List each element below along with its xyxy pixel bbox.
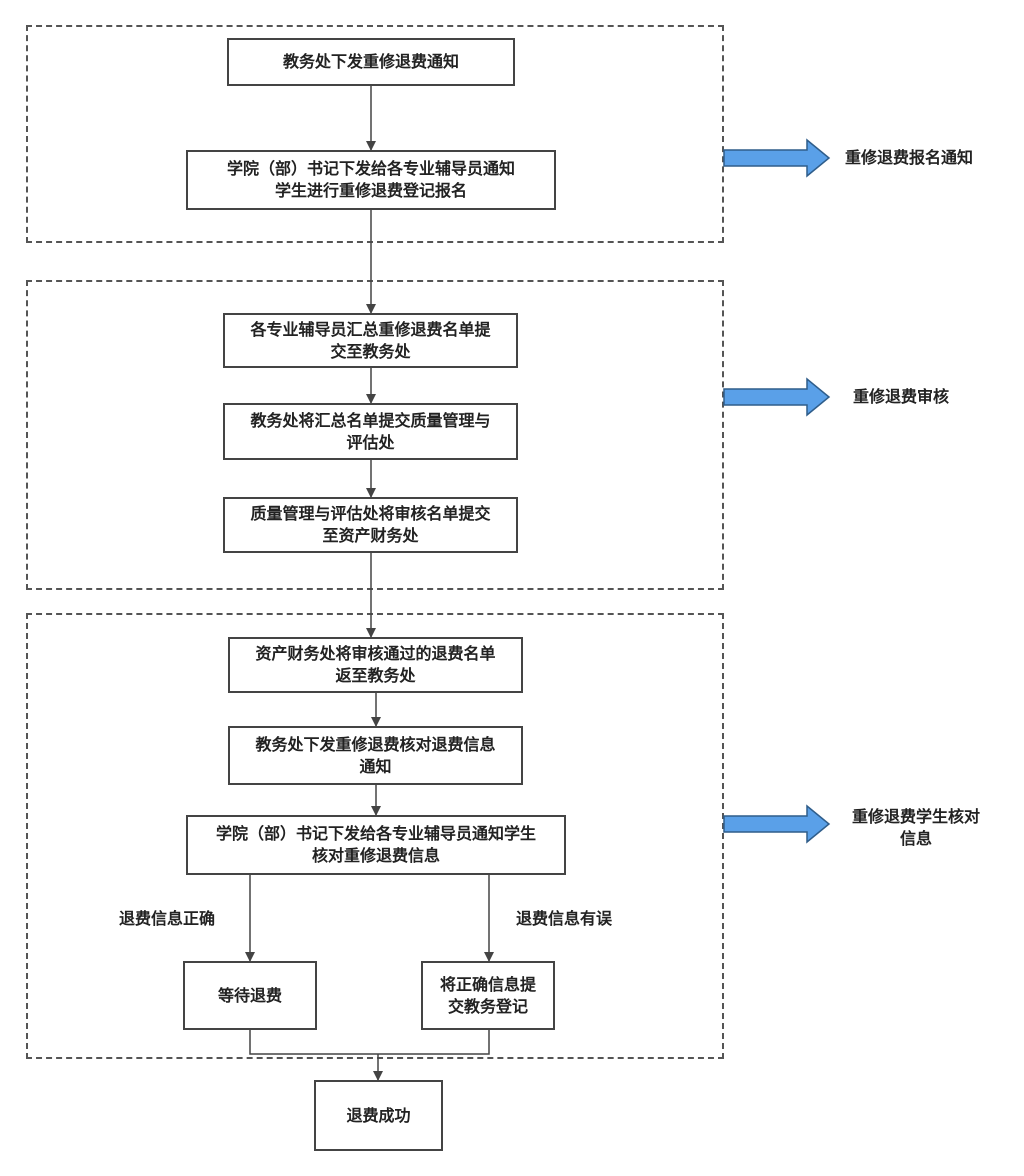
step-wait-refund: 等待退费 <box>183 961 317 1030</box>
step-finance-return-text: 资产财务处将审核通过的退费名单 返至教务处 <box>255 644 496 685</box>
side-label-review: 重修退费审核 <box>853 387 950 406</box>
step-counselor-summarize-text: 各专业辅导员汇总重修退费名单提 交至教务处 <box>250 319 491 361</box>
step-college-notify-verify-text: 学院（部）书记下发给各专业辅导员通知学生 核对重修退费信息 <box>215 824 536 865</box>
step-submit-finance: 质量管理与评估处将审核名单提交 至资产财务处 <box>223 497 518 553</box>
step-submit-quality-text: 教务处将汇总名单提交质量管理与 评估处 <box>250 410 491 452</box>
step-issue-verify-notice-text: 教务处下发重修退费核对退费信息 通知 <box>255 734 496 776</box>
side-arrow-review <box>723 377 831 417</box>
step-submit-correction: 将正确信息提 交教务登记 <box>421 961 555 1030</box>
step-college-notify-verify: 学院（部）书记下发给各专业辅导员通知学生 核对重修退费信息 <box>186 815 566 875</box>
step-submit-finance-text: 质量管理与评估处将审核名单提交 至资产财务处 <box>250 504 491 545</box>
branch-label-wrong: 退费信息有误 <box>516 909 613 928</box>
step-wait-refund-text: 等待退费 <box>217 985 282 1005</box>
step-submit-correction-text: 将正确信息提 交教务登记 <box>439 974 536 1016</box>
stage-registration-frame <box>26 25 724 243</box>
side-arrow-verify <box>723 804 831 844</box>
step-issue-verify-notice: 教务处下发重修退费核对退费信息 通知 <box>228 726 523 785</box>
step-college-notify-register: 学院（部）书记下发给各专业辅导员通知 学生进行重修退费登记报名 <box>186 150 556 210</box>
step-counselor-summarize: 各专业辅导员汇总重修退费名单提 交至教务处 <box>223 313 518 368</box>
branch-label-correct: 退费信息正确 <box>119 909 216 928</box>
step-refund-success-text: 退费成功 <box>346 1105 411 1125</box>
step-issue-notice: 教务处下发重修退费通知 <box>227 38 515 86</box>
step-submit-quality: 教务处将汇总名单提交质量管理与 评估处 <box>223 403 518 460</box>
stage-verify-frame <box>26 613 724 1059</box>
side-arrow-registration <box>723 138 831 178</box>
connector-merge <box>249 1030 490 1055</box>
side-label-registration: 重修退费报名通知 <box>845 148 974 167</box>
stage-review-frame <box>26 280 724 590</box>
side-label-verify: 重修退费学生核对 信息 <box>851 807 980 848</box>
step-college-notify-register-text: 学院（部）书记下发给各专业辅导员通知 学生进行重修退费登记报名 <box>226 159 515 200</box>
step-finance-return: 资产财务处将审核通过的退费名单 返至教务处 <box>228 637 523 693</box>
step-refund-success: 退费成功 <box>314 1080 443 1151</box>
step-issue-notice-text: 教务处下发重修退费通知 <box>282 52 459 71</box>
